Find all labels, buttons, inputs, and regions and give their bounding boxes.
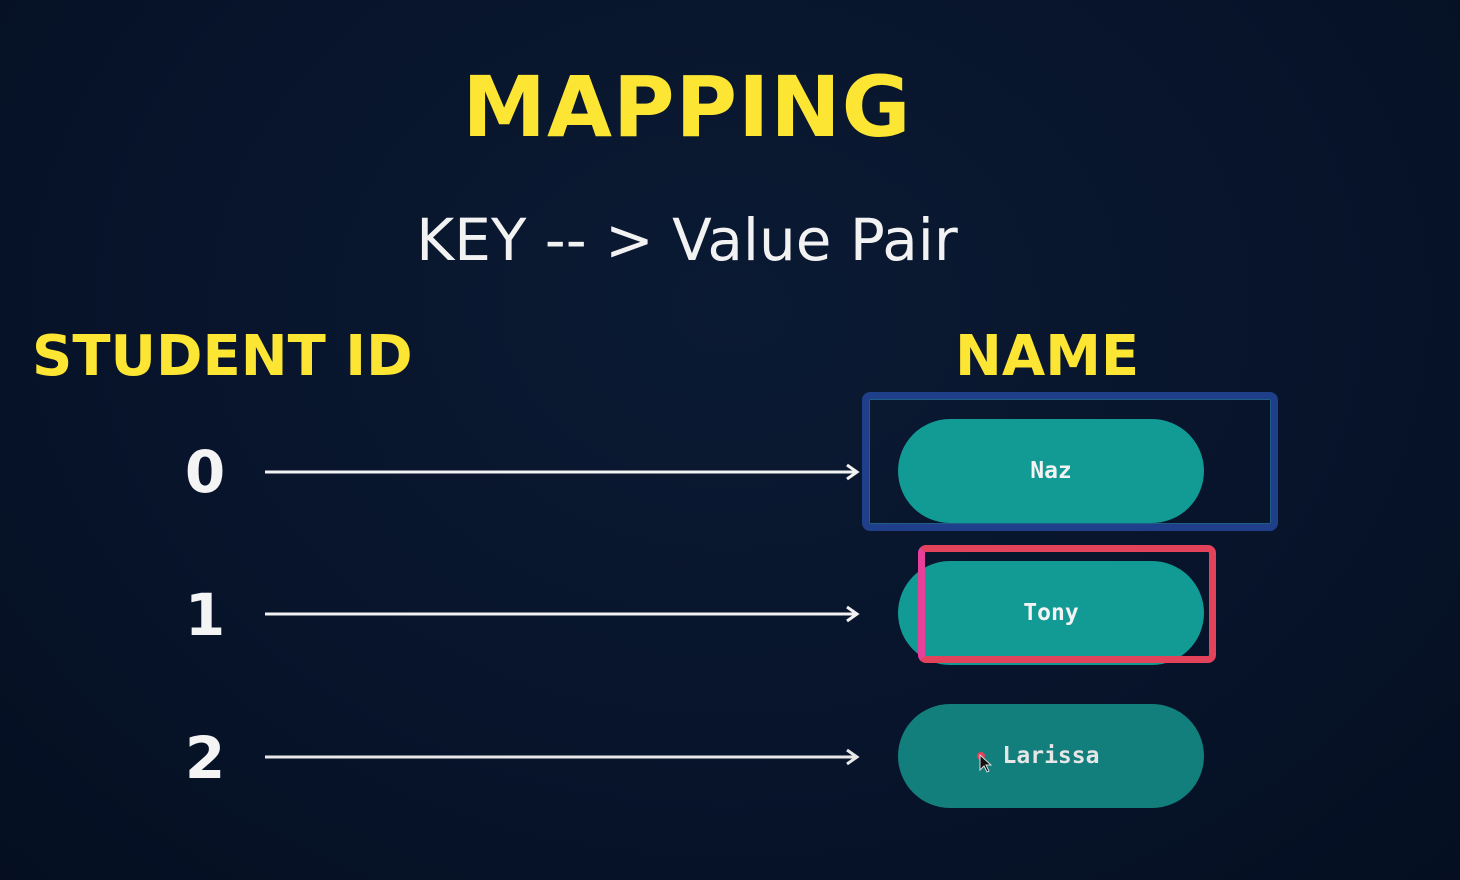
- slide-title: MAPPING: [462, 58, 912, 156]
- key-label: 1: [184, 581, 226, 649]
- highlight-box-red: [918, 545, 1216, 663]
- slide-subtitle: KEY -- > Value Pair: [416, 206, 958, 274]
- value-pill: Naz: [898, 419, 1204, 523]
- key-label: 0: [184, 438, 226, 506]
- value-column-header: NAME: [955, 324, 1140, 389]
- highlight-box-blue: [862, 392, 1278, 531]
- arrow-icon: [265, 463, 860, 481]
- mouse-pointer-icon: [977, 752, 993, 773]
- value-pill: Tony: [898, 561, 1204, 665]
- arrow-icon: [265, 748, 860, 766]
- arrow-icon: [265, 605, 860, 623]
- key-label: 2: [184, 724, 226, 792]
- key-column-header: STUDENT ID: [32, 324, 413, 389]
- value-pill: Larissa: [898, 704, 1204, 808]
